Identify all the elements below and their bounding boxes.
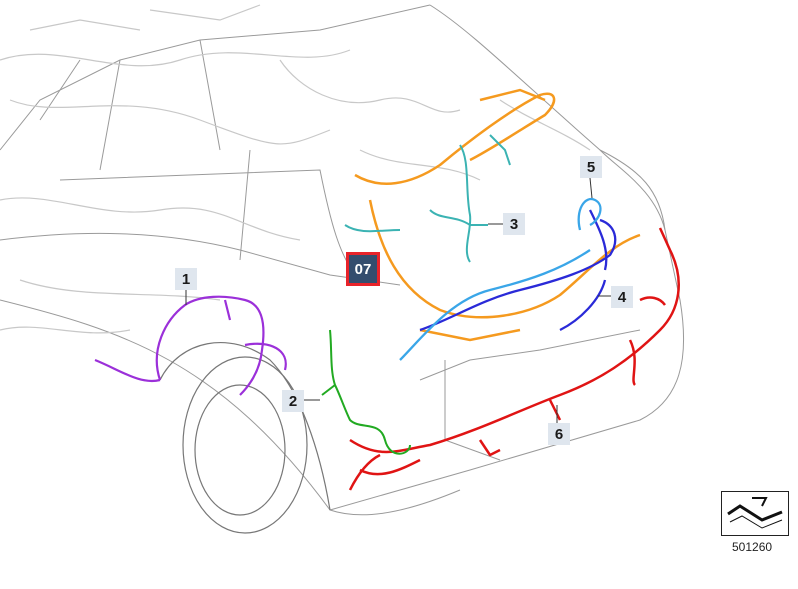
harness-1-purple bbox=[94, 295, 287, 396]
callout-4[interactable]: 4 bbox=[611, 286, 633, 308]
harness-orange bbox=[354, 88, 641, 342]
callout-5[interactable]: 5 bbox=[580, 156, 602, 178]
callout-6[interactable]: 6 bbox=[548, 423, 570, 445]
view-direction-box bbox=[721, 491, 789, 536]
car-body-outline bbox=[0, 4, 685, 516]
view-direction-arrow-icon bbox=[727, 497, 783, 529]
harness-4-blue bbox=[419, 209, 617, 332]
callout-2[interactable]: 2 bbox=[282, 390, 304, 412]
harness-3-teal bbox=[344, 134, 511, 263]
rear-wheel bbox=[159, 341, 331, 534]
callout-3[interactable]: 3 bbox=[503, 213, 525, 235]
harness-2-green bbox=[321, 329, 411, 455]
section-badge[interactable]: 07 bbox=[346, 252, 380, 286]
background-wiring-lines bbox=[0, 4, 591, 334]
harness-5-light-blue bbox=[399, 197, 602, 361]
reference-number: 501260 bbox=[732, 540, 773, 554]
harness-6-red bbox=[348, 227, 680, 491]
callout-1[interactable]: 1 bbox=[175, 268, 197, 290]
